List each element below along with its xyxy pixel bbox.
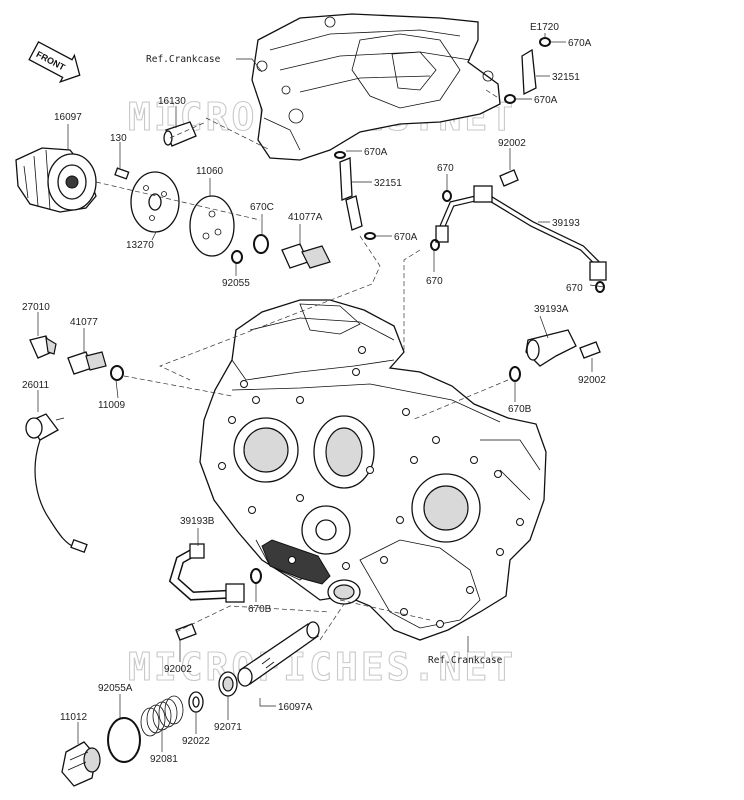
label-670b-2: 670B xyxy=(248,604,272,615)
label-11009: 11009 xyxy=(98,400,126,411)
plate-13270[interactable] xyxy=(130,171,180,233)
relief-valve-41077a[interactable] xyxy=(281,243,331,269)
part-labels: Ref.Crankcase Ref.Crankcase E1720 670A 3… xyxy=(22,22,606,765)
pipe-32151-middle[interactable] xyxy=(334,151,376,240)
relief-valve-41077[interactable] xyxy=(67,351,107,375)
o-ring-11009[interactable] xyxy=(110,365,124,381)
label-26011: 26011 xyxy=(22,380,50,391)
plug-11012[interactable] xyxy=(61,741,101,787)
label-670a-4: 670A xyxy=(394,232,418,243)
label-92022: 92022 xyxy=(182,736,210,747)
gasket-11060[interactable] xyxy=(189,195,235,257)
label-92002-2: 92002 xyxy=(578,375,606,386)
label-92071: 92071 xyxy=(214,722,242,733)
label-16130: 16130 xyxy=(158,96,186,107)
watermark-bottom: MICROFICHES.NET xyxy=(128,645,516,689)
oil-pipe-39193a[interactable] xyxy=(525,329,577,367)
o-ring-670-b[interactable] xyxy=(430,239,440,251)
label-670-3: 670 xyxy=(566,283,583,294)
label-92002-1: 92002 xyxy=(498,138,526,149)
bolt-92002-lower[interactable] xyxy=(175,623,197,641)
ref-crankcase-bottom-label: Ref.Crankcase xyxy=(428,655,503,666)
bolt-130[interactable] xyxy=(114,167,130,180)
label-92002-3: 92002 xyxy=(164,664,192,675)
label-670a-2: 670A xyxy=(534,95,558,106)
label-e1720: E1720 xyxy=(530,22,559,33)
bolt-92002-right[interactable] xyxy=(579,341,601,359)
label-670-1: 670 xyxy=(437,163,454,174)
label-41077a: 41077A xyxy=(288,212,323,223)
fitting-16130[interactable] xyxy=(163,121,197,147)
sensor-26011[interactable] xyxy=(25,413,88,553)
o-ring-670b-right[interactable] xyxy=(509,366,521,382)
label-39193: 39193 xyxy=(552,218,580,229)
spring-92081[interactable] xyxy=(140,695,184,737)
label-41077: 41077 xyxy=(70,317,98,328)
label-130: 130 xyxy=(110,133,127,144)
pipe-32151-upper[interactable] xyxy=(504,37,551,104)
oil-screen-ring xyxy=(327,579,361,605)
label-39193a: 39193A xyxy=(534,304,569,315)
label-92081: 92081 xyxy=(150,754,178,765)
oil-pipe-39193[interactable] xyxy=(435,185,607,281)
label-670a-1: 670A xyxy=(568,38,592,49)
lower-crankcase xyxy=(199,299,547,641)
label-11060: 11060 xyxy=(196,166,224,177)
label-92055a: 92055A xyxy=(98,683,133,694)
bolt-92002-top[interactable] xyxy=(499,169,519,187)
leader-lines xyxy=(37,33,605,752)
label-39193b: 39193B xyxy=(180,516,215,527)
o-ring-670-a[interactable] xyxy=(442,190,452,202)
seal-92071[interactable] xyxy=(218,671,238,697)
label-670-2: 670 xyxy=(426,276,443,287)
washer-92022[interactable] xyxy=(188,691,204,713)
label-16097a: 16097A xyxy=(278,702,313,713)
label-27010: 27010 xyxy=(22,302,50,313)
label-32151-2: 32151 xyxy=(374,178,402,189)
o-ring-92055[interactable] xyxy=(231,250,243,264)
front-arrow-icon: FRONT xyxy=(28,41,81,83)
pipe-16097a[interactable] xyxy=(237,621,320,687)
o-ring-670b-left[interactable] xyxy=(250,568,262,584)
o-ring-92055a[interactable] xyxy=(107,717,141,763)
ref-crankcase-top-label: Ref.Crankcase xyxy=(146,54,221,65)
label-670a-3: 670A xyxy=(364,147,388,158)
upper-crankcase-ref xyxy=(251,13,501,161)
oil-filter-16097[interactable] xyxy=(15,147,97,213)
label-11012: 11012 xyxy=(60,712,88,723)
label-16097: 16097 xyxy=(54,112,82,123)
label-670c: 670C xyxy=(250,202,274,213)
switch-27010[interactable] xyxy=(29,335,57,359)
label-92055: 92055 xyxy=(222,278,250,289)
label-13270: 13270 xyxy=(126,240,154,251)
label-32151-1: 32151 xyxy=(552,72,580,83)
oil-pipe-39193b[interactable] xyxy=(168,543,245,603)
label-670b-1: 670B xyxy=(508,404,532,415)
o-ring-670c[interactable] xyxy=(253,234,269,254)
